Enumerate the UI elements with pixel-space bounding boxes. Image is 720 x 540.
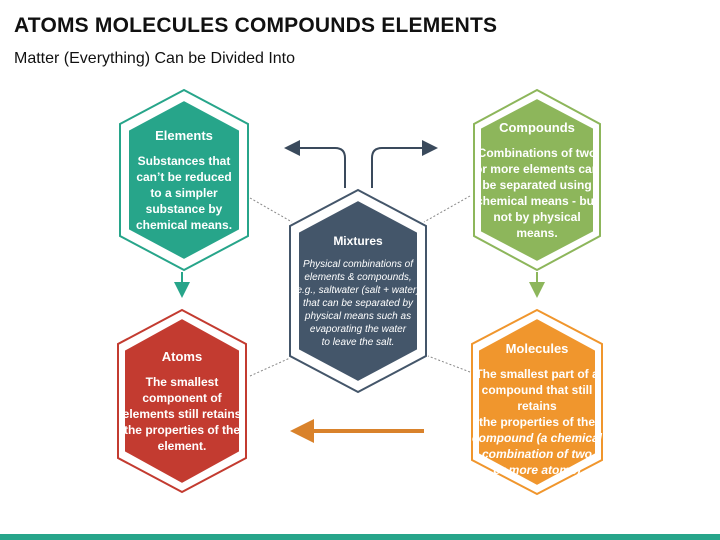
connector-mixtures-to-compounds [371, 140, 438, 188]
compounds-description: Combinations of two or more elements can… [474, 146, 600, 240]
molecules-node: Molecules The smallest part of a compoun… [462, 341, 612, 478]
page-title: ATOMS MOLECULES COMPOUNDS ELEMENTS [14, 14, 498, 37]
compounds-title: Compounds [499, 120, 575, 135]
molecules-hexagon-group [471, 308, 603, 496]
molecules-description: The smallest part of a compound that sti… [462, 366, 612, 478]
mixtures-hexagon [297, 198, 419, 384]
dashed-connector-atoms-mixtures [249, 357, 291, 377]
atoms-hexagon [123, 316, 241, 486]
compounds-hexagon-outline [473, 88, 601, 272]
atoms-hexagon-group [117, 308, 247, 494]
elements-title: Elements [155, 128, 213, 143]
mixtures-description: Physical combinations of elements & comp… [296, 259, 420, 348]
elements-hexagon-outline [119, 88, 249, 272]
molecules-hexagon [477, 316, 597, 488]
compounds-hexagon-group [473, 88, 601, 272]
dashed-connector-elements-mixtures [249, 197, 293, 223]
molecules-hexagon-outline [471, 308, 603, 496]
compounds-node: Compounds Combinations of two or more el… [472, 120, 602, 241]
elements-hexagon [127, 98, 241, 262]
bottom-accent-bar [0, 534, 720, 540]
connector-mixtures-to-elements [284, 140, 346, 188]
atoms-hexagon-outline [117, 308, 247, 494]
atoms-node: Atoms The smallest component of elements… [120, 349, 244, 454]
mixtures-node: Mixtures Physical combinations of elemen… [294, 234, 422, 349]
molecules-description-plain: The smallest part of a compound that sti… [475, 367, 599, 429]
dashed-connector-compounds-mixtures [423, 195, 471, 223]
mixtures-hexagon-outline [289, 188, 427, 394]
atoms-description: The smallest component of elements still… [122, 375, 242, 453]
elements-hexagon-group [119, 88, 249, 272]
molecules-description-italic: compound (a chemical combination of two … [471, 431, 603, 477]
molecules-title: Molecules [505, 341, 569, 356]
elements-node: Elements Substances that can’t be reduce… [124, 128, 244, 233]
elements-description: Substances that can’t be reduced to a si… [135, 154, 233, 232]
compounds-hexagon [479, 96, 595, 264]
dashed-connector-molecules-mixtures [427, 355, 471, 373]
atoms-title: Atoms [161, 349, 203, 364]
mixtures-hexagon-group [289, 188, 427, 394]
page-subtitle: Matter (Everything) Can be Divided Into [14, 50, 296, 67]
mixtures-title: Mixtures [333, 234, 383, 248]
